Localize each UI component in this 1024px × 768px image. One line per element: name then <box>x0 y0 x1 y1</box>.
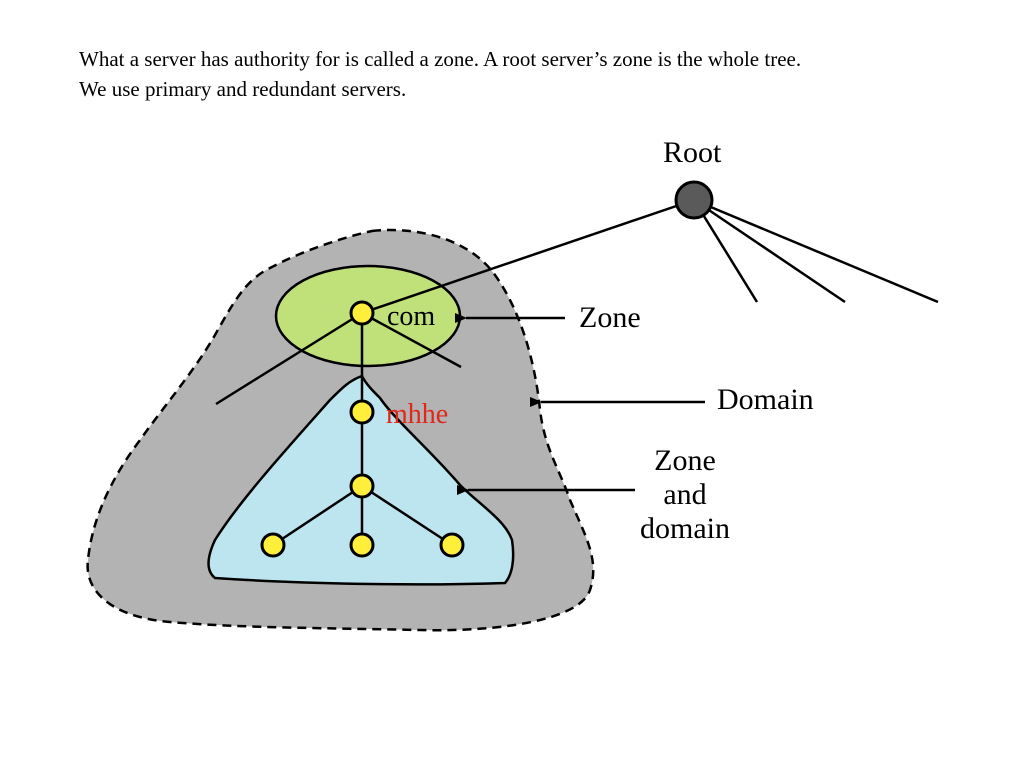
zone-and-domain-label-line-3: domain <box>640 512 730 545</box>
zone-and-domain-label: Zone and domain <box>640 444 730 545</box>
com-label: com <box>387 301 435 332</box>
root-node <box>674 180 714 220</box>
caption-line-2: We use primary and redundant servers. <box>79 77 407 101</box>
root-to-com-edge <box>361 198 695 315</box>
root-branch-1 <box>692 199 759 303</box>
leaf-node-left <box>260 532 286 558</box>
com-branch-left <box>215 311 363 406</box>
domain-label: Domain <box>717 383 814 416</box>
caption: What a server has authority for is calle… <box>79 44 999 104</box>
child-to-leaf-right-edge <box>361 484 453 547</box>
mhhe-label: mhhe <box>386 399 448 430</box>
zone-and-domain-label-line-2: and <box>663 478 706 511</box>
leaf-node-right <box>439 532 465 558</box>
mhhe-child-node <box>349 473 375 499</box>
leaf-node-middle <box>349 532 375 558</box>
com-node <box>349 300 375 326</box>
zone-label: Zone <box>579 301 641 334</box>
root-branch-2 <box>693 198 846 304</box>
zone-and-domain-label-line-1: Zone <box>654 444 716 477</box>
child-to-leaf-left-edge <box>272 484 363 547</box>
mhhe-node <box>349 399 375 425</box>
caption-line-1: What a server has authority for is calle… <box>79 47 802 71</box>
com-branch-right <box>361 311 462 369</box>
root-branch-3 <box>693 198 939 304</box>
root-label: Root <box>663 136 722 169</box>
